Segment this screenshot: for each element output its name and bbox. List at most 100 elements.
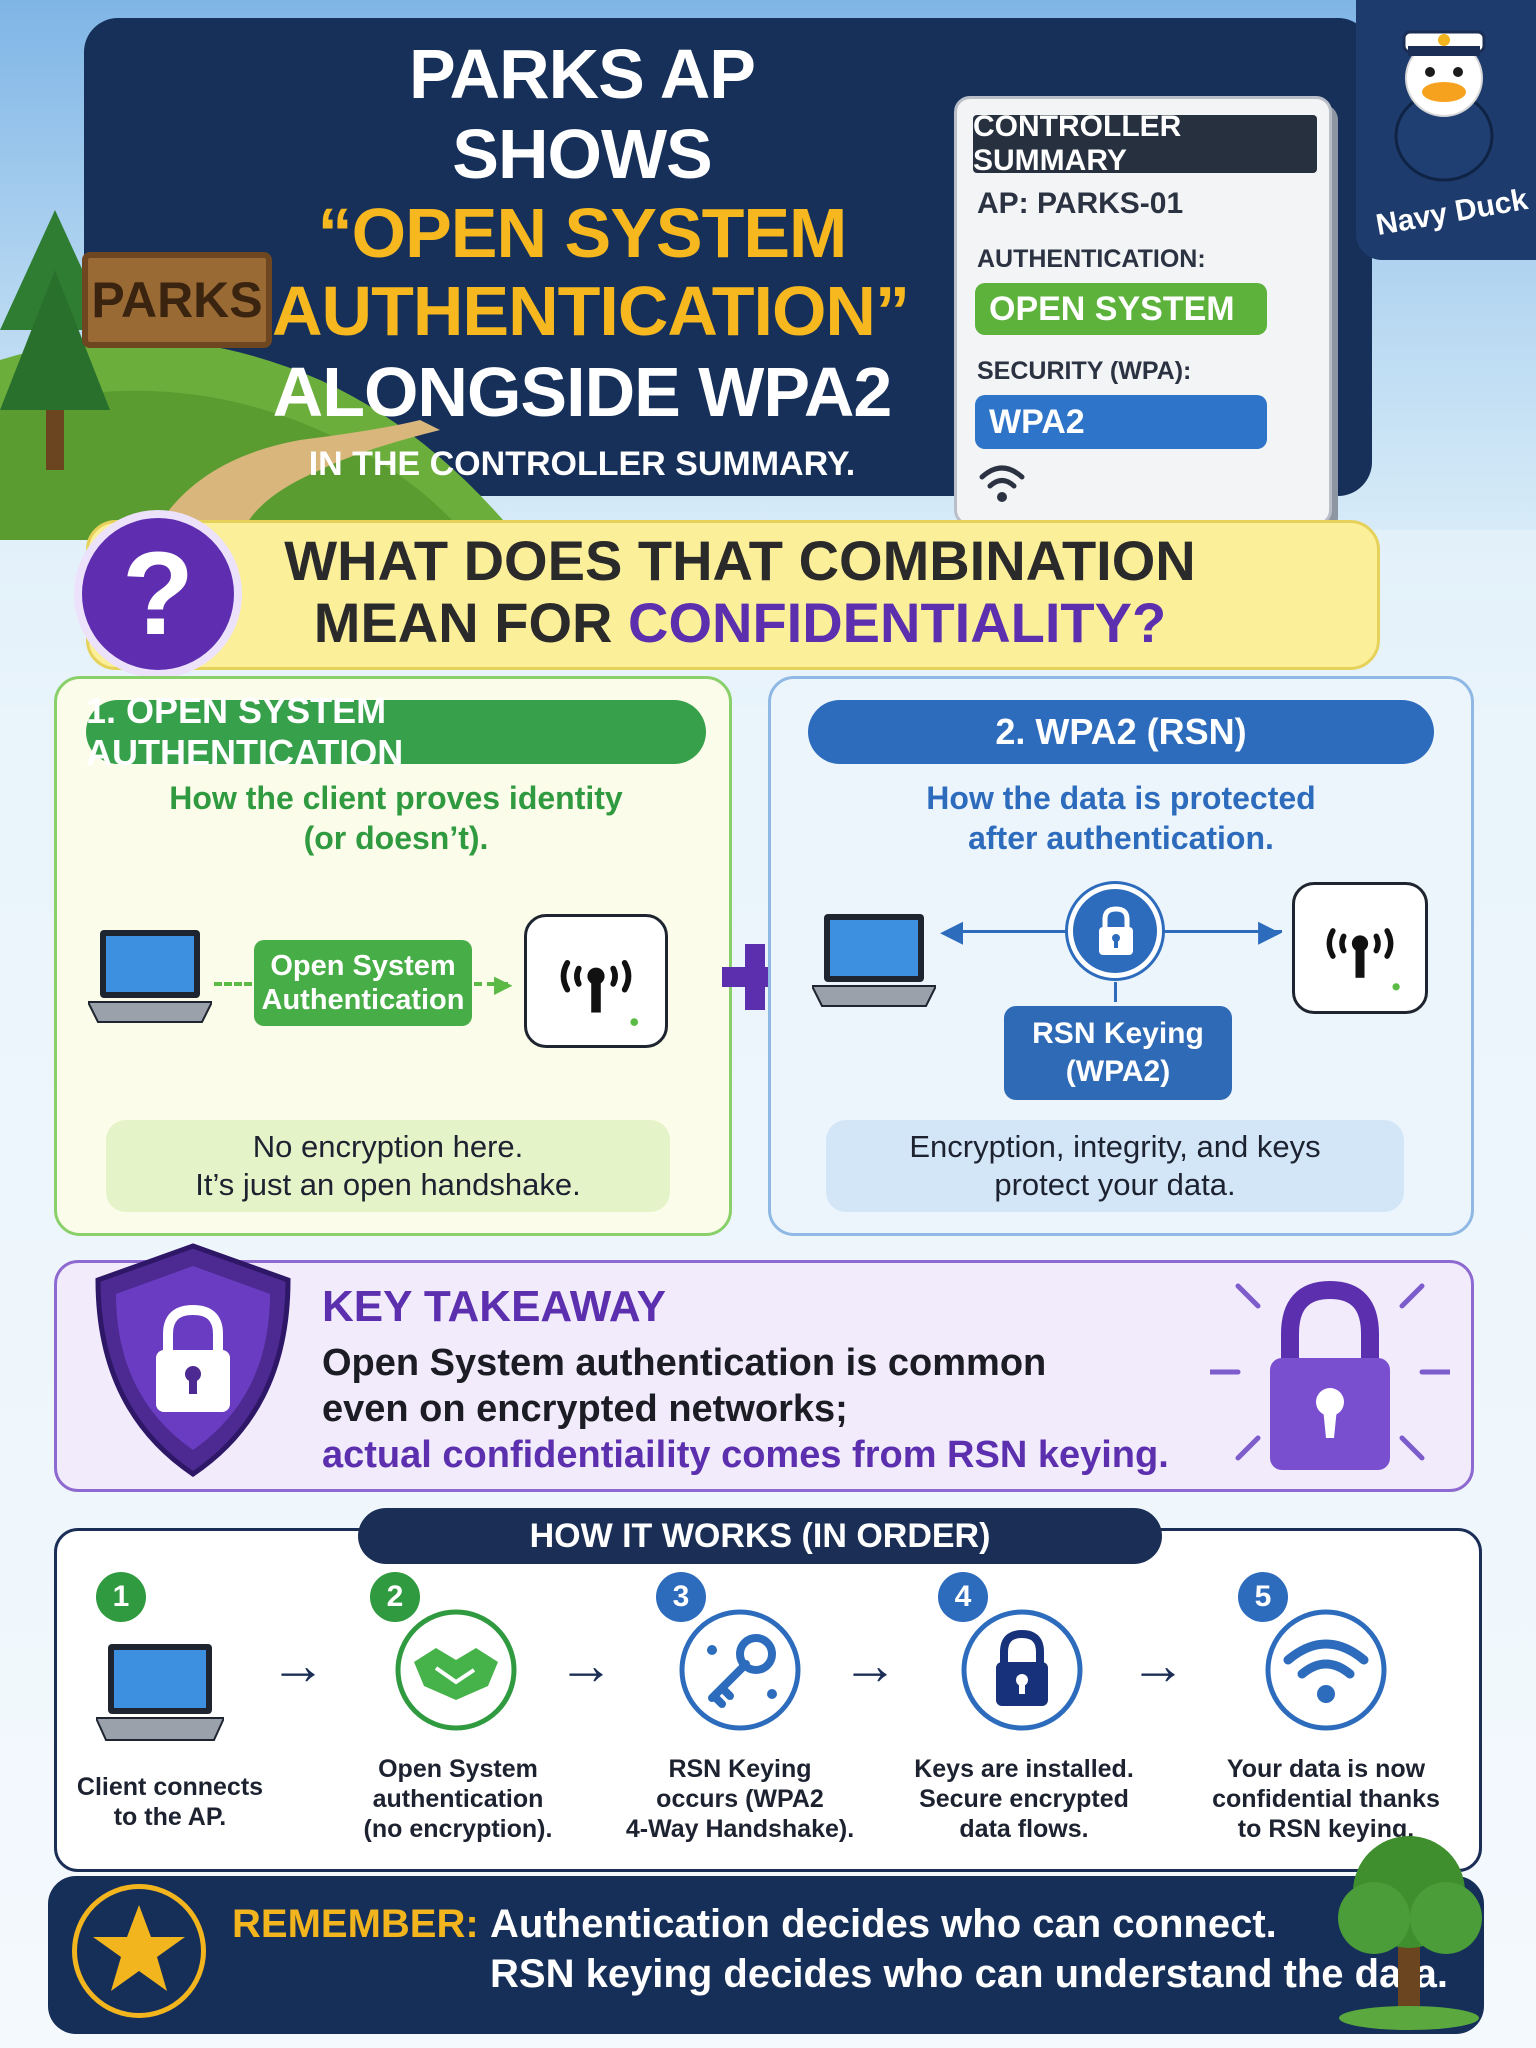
step-label-line: Your data is now xyxy=(1226,1755,1426,1783)
badge-line: Open System xyxy=(270,950,456,982)
step-label-line: Secure encrypted xyxy=(919,1785,1129,1813)
note-line: protect your data. xyxy=(994,1167,1236,1202)
key-icon xyxy=(679,1609,801,1731)
step-label: Client connects to the AP. xyxy=(50,1772,290,1832)
shield-lock-icon xyxy=(95,1243,291,1478)
key-takeaway-text: Open System authentication is common eve… xyxy=(322,1340,1282,1478)
security-value-badge: WPA2 xyxy=(975,395,1267,449)
padlock-icon xyxy=(1210,1280,1450,1470)
takeaway-line: Open System authentication is common xyxy=(322,1342,1047,1384)
star-icon xyxy=(72,1884,206,2018)
subtitle-line: How the client proves identity xyxy=(169,780,623,816)
key-takeaway-title: KEY TAKEAWAY xyxy=(322,1282,666,1331)
remember-line: RSN keying decides who can understand th… xyxy=(490,1952,1448,1996)
badge-line: RSN Keying xyxy=(1032,1017,1204,1050)
step-number: 3 xyxy=(656,1572,706,1622)
arrow-right-icon: → xyxy=(558,1633,614,1696)
controller-summary-heading: CONTROLLER SUMMARY xyxy=(973,110,1317,177)
remember-label: REMEMBER: xyxy=(232,1902,479,1946)
wifi-icon xyxy=(979,465,1025,502)
note-line: Encryption, integrity, and keys xyxy=(909,1129,1321,1164)
step-label-line: RSN Keying xyxy=(668,1755,812,1783)
question-accent: CONFIDENTIALITY? xyxy=(628,591,1167,654)
step-label-line: Open System xyxy=(378,1755,538,1783)
park-hill-illustration xyxy=(0,339,520,540)
ap-name: AP: PARKS-01 xyxy=(977,187,1184,220)
subtitle-line: after authentication. xyxy=(968,820,1274,856)
open-system-panel-title: 1. OPEN SYSTEM AUTHENTICATION xyxy=(86,690,706,773)
step-label-line: occurs (WPA2 xyxy=(656,1785,824,1813)
lock-icon xyxy=(961,1609,1083,1731)
authentication-label: AUTHENTICATION: xyxy=(977,245,1206,273)
arrow-right-icon: ▶ xyxy=(494,971,513,998)
lock-icon xyxy=(1068,884,1162,978)
step-label-line: Keys are installed. xyxy=(914,1755,1134,1783)
question-line: WHAT DOES THAT COMBINATION xyxy=(284,529,1196,592)
title-subline: IN THE CONTROLLER SUMMARY. xyxy=(308,445,856,483)
question-line: MEAN FOR xyxy=(313,591,629,654)
badge-line: (WPA2) xyxy=(1065,1055,1171,1088)
title-line: ALONGSIDE WPA2 xyxy=(272,353,893,431)
wpa2-panel-title: 2. WPA2 (RSN) xyxy=(808,700,1434,764)
wifi-icon xyxy=(1265,1609,1387,1731)
question-banner xyxy=(86,520,1380,670)
open-system-note: No encryption here.It’s just an open han… xyxy=(106,1120,670,1212)
connector-line xyxy=(1114,982,1117,1002)
connection-dash xyxy=(214,982,252,986)
takeaway-line: even on encrypted networks; xyxy=(322,1388,848,1430)
step-label-line: authentication xyxy=(372,1785,544,1813)
remember-line: Authentication decides who can connect. xyxy=(490,1902,1277,1946)
arrow-right-icon: → xyxy=(270,1633,326,1696)
step-label-line: Client connects xyxy=(76,1773,264,1801)
arrow-right-icon: → xyxy=(1130,1633,1186,1696)
step-label: Open System authentication (no encryptio… xyxy=(338,1754,578,1844)
access-point-icon xyxy=(524,914,668,1048)
access-point-icon xyxy=(1292,882,1428,1014)
tree-icon xyxy=(1338,1836,1482,2030)
step-label-line: (no encryption). xyxy=(363,1815,553,1843)
title-highlight: “OPEN SYSTEM AUTHENTICATION” xyxy=(272,194,910,350)
rsn-keying-badge: RSN Keying (WPA2) xyxy=(1004,1006,1232,1100)
handshake-icon xyxy=(395,1609,517,1731)
arrow-right-icon: ▶ xyxy=(1258,915,1282,948)
laptop-icon xyxy=(812,914,936,1007)
step-label-line: 4-Way Handshake). xyxy=(625,1815,855,1843)
key-takeaway-panel xyxy=(54,1260,1474,1492)
step-number: 4 xyxy=(938,1572,988,1622)
navy-duck-mascot-icon xyxy=(1394,30,1494,182)
how-it-works-title: HOW IT WORKS (IN ORDER) xyxy=(358,1508,1162,1564)
parks-sign: PARKS xyxy=(82,252,272,348)
step-number: 5 xyxy=(1238,1572,1288,1622)
controller-summary-card: CONTROLLER SUMMARY AP: PARKS-01 AUTHENTI… xyxy=(954,96,1332,526)
question-mark-icon: ? xyxy=(74,510,242,678)
laptop-icon xyxy=(88,930,212,1023)
step-label-line: confidential thanks xyxy=(1212,1785,1440,1813)
takeaway-accent: actual confidentiaility comes from RSN k… xyxy=(322,1434,1169,1476)
step-label: RSN Keying occurs (WPA2 4-Way Handshake)… xyxy=(620,1754,860,1844)
step-label-line: to RSN keying. xyxy=(1237,1815,1415,1843)
arrow-left-icon: ◀ xyxy=(940,915,964,948)
mascot-panel xyxy=(1356,0,1536,260)
laptop-icon xyxy=(96,1644,224,1741)
wpa2-subtitle: How the data is protected after authenti… xyxy=(808,778,1434,858)
badge-line: Authentication xyxy=(261,984,465,1016)
subtitle-line: How the data is protected xyxy=(926,780,1316,816)
authentication-value-badge: OPEN SYSTEM xyxy=(975,283,1267,335)
step-label-line: to the AP. xyxy=(113,1803,227,1831)
open-system-subtitle: How the client proves identity (or doesn… xyxy=(86,778,706,858)
step-number: 2 xyxy=(370,1572,420,1622)
page-title: PARKS AP SHOWS “OPEN SYSTEM AUTHENTICATI… xyxy=(272,34,910,494)
remember-banner xyxy=(48,1876,1484,2034)
step-number: 1 xyxy=(96,1572,146,1622)
note-line: No encryption here. xyxy=(252,1129,524,1164)
question-text: WHAT DOES THAT COMBINATION MEAN FOR CONF… xyxy=(240,530,1240,654)
step-label: Your data is now confidential thanks to … xyxy=(1206,1754,1446,1844)
connection-dash xyxy=(474,982,508,986)
arrow-right-icon: → xyxy=(842,1633,898,1696)
step-label: Keys are installed. Secure encrypted dat… xyxy=(904,1754,1144,1844)
title-line: PARKS AP SHOWS xyxy=(409,35,756,193)
security-label: SECURITY (WPA): xyxy=(977,357,1192,385)
subtitle-line: (or doesn’t). xyxy=(303,820,489,856)
